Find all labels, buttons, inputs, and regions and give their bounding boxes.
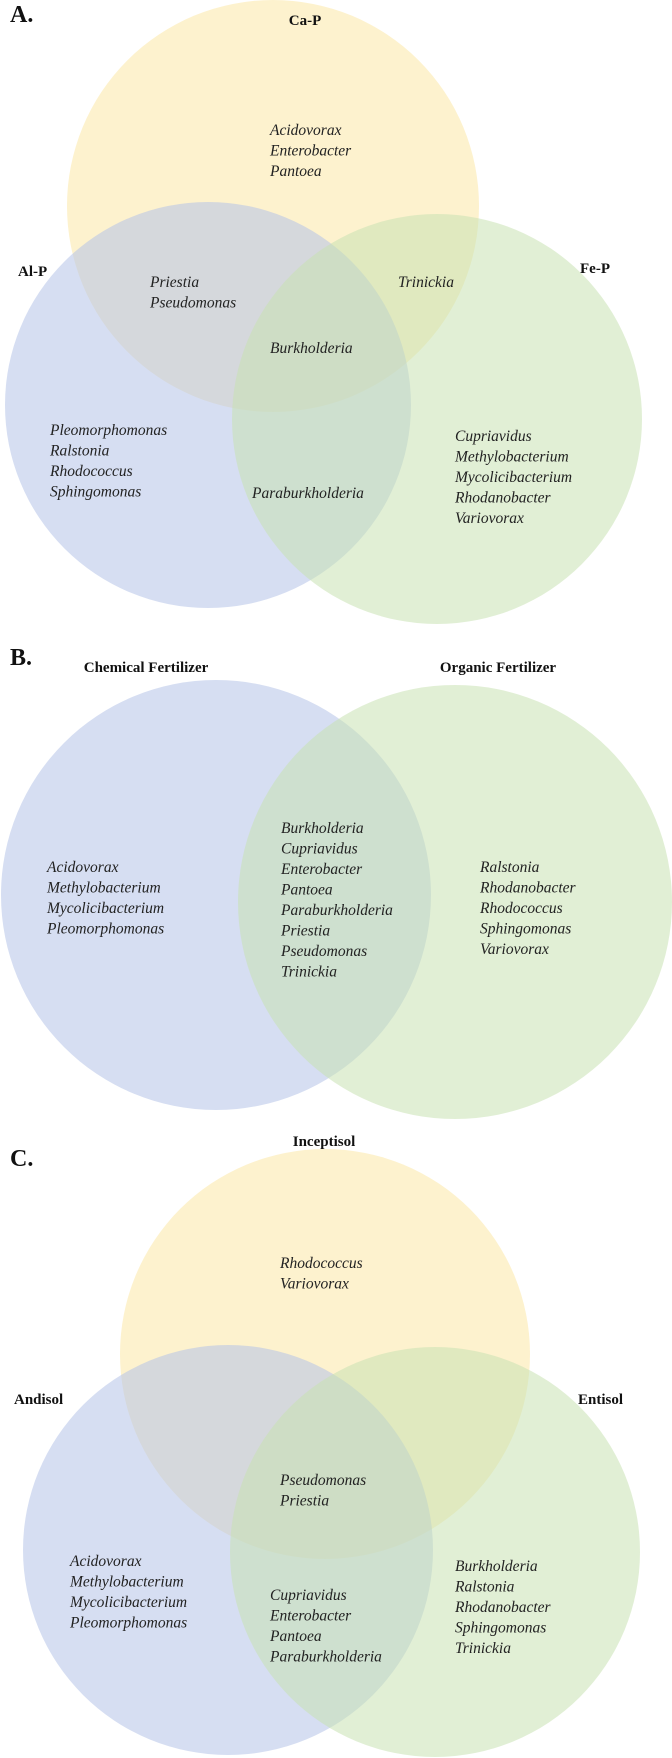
fe-only-region: CupriavidusMethylobacteriumMycolicibacte… [454,428,572,527]
panel-b-letter: B. [10,645,32,671]
ca-fe-region: Trinickia [398,274,454,291]
panel-c-letter: C. [10,1146,33,1172]
genus-label: Pseudomonas [280,943,367,960]
genus-label: Cupriavidus [270,1587,347,1604]
genus-label: Acidovorax [46,859,119,876]
fe-p-label: Fe-P [580,261,610,277]
genus-label: Ralstonia [479,859,540,876]
genus-label: Rhodococcus [49,463,133,480]
genus-label: Enterobacter [280,861,363,878]
genus-label: Trinickia [398,274,454,291]
genus-label: Ralstonia [49,443,110,460]
organic-only-region: RalstoniaRhodanobacterRhodococcusSphingo… [479,859,577,958]
al-only-region: PleomorphomonasRalstoniaRhodococcusSphin… [49,422,167,501]
genus-label: Burkholderia [281,820,364,837]
genus-label: Paraburkholderia [251,485,364,502]
genus-label: Priestia [280,923,330,940]
genus-label: Priestia [149,274,199,291]
genus-label: Pleomorphomonas [46,921,164,938]
inceptisol-label: Inceptisol [293,1134,356,1150]
genus-label: Methylobacterium [454,449,569,466]
al-fe-region: Paraburkholderia [251,485,364,502]
genus-label: Variovorax [455,510,524,527]
genus-label: Mycolicibacterium [46,900,164,917]
genus-label: Paraburkholderia [280,902,393,919]
genus-label: Methylobacterium [46,880,161,897]
genus-label: Cupriavidus [281,841,358,858]
genus-label: Burkholderia [270,340,353,357]
genus-label: Acidovorax [269,122,342,139]
genus-label: Enterobacter [269,143,352,160]
all-three-region: Burkholderia [270,340,353,357]
andisol-label: Andisol [14,1392,63,1408]
al-p-label: Al-P [18,264,47,280]
organic-fertilizer-circle [238,685,672,1119]
organic-fertilizer-label: Organic Fertilizer [440,660,557,676]
genus-label: Mycolicibacterium [69,1594,187,1611]
genus-label: Priestia [279,1493,329,1510]
genus-label: Pantoea [280,882,333,899]
andisol-only-region: AcidovoraxMethylobacteriumMycolicibacter… [69,1553,187,1632]
genus-label: Paraburkholderia [269,1649,382,1666]
genus-label: Methylobacterium [69,1574,184,1591]
chemical-fertilizer-label: Chemical Fertilizer [84,660,209,676]
fe-p-circle [232,214,642,624]
genus-label: Variovorax [480,941,549,958]
andisol-entisol-region: CupriavidusEnterobacterPantoeaParaburkho… [269,1587,382,1666]
genus-label: Sphingomonas [455,1620,546,1637]
genus-label: Pantoea [269,163,322,180]
genus-label: Sphingomonas [50,484,141,501]
genus-label: Variovorax [280,1276,349,1293]
genus-label: Rhodococcus [279,1255,363,1272]
genus-label: Burkholderia [455,1558,538,1575]
genus-label: Mycolicibacterium [454,469,572,486]
genus-label: Acidovorax [69,1553,142,1570]
chemical-only-region: AcidovoraxMethylobacteriumMycolicibacter… [46,859,164,938]
genus-label: Trinickia [455,1640,511,1657]
entisol-circle [230,1347,640,1757]
genus-label: Pleomorphomonas [69,1615,187,1632]
panel-a: A. Ca-P Al-P Fe-P AcidovoraxEnterobacter… [5,0,642,624]
genus-label: Rhodanobacter [454,1599,552,1616]
genus-label: Ralstonia [454,1579,515,1596]
panel-a-letter: A. [10,2,33,28]
panel-c: C. Inceptisol Andisol Entisol Rhodococcu… [10,1134,640,1757]
both-fertilizers-region: BurkholderiaCupriavidusEnterobacterPanto… [280,820,393,981]
genus-label: Rhodanobacter [454,490,552,507]
genus-label: Cupriavidus [455,428,532,445]
genus-label: Pseudomonas [149,295,236,312]
genus-label: Pantoea [269,1628,322,1645]
genus-label: Sphingomonas [480,921,571,938]
entisol-only-region: BurkholderiaRalstoniaRhodanobacterSphing… [454,1558,552,1657]
genus-label: Enterobacter [269,1608,352,1625]
panel-b: B. Chemical Fertilizer Organic Fertilize… [1,645,672,1119]
genus-label: Pseudomonas [279,1472,366,1489]
genus-label: Rhodococcus [479,900,563,917]
ca-p-label: Ca-P [289,13,322,29]
genus-label: Rhodanobacter [479,880,577,897]
genus-label: Pleomorphomonas [49,422,167,439]
genus-label: Trinickia [281,964,337,981]
entisol-label: Entisol [578,1392,623,1408]
